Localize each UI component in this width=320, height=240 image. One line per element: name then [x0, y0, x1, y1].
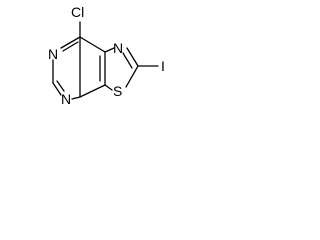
- bond-n4-c3a: [71, 96, 81, 100]
- bond-c7a-c7: [79, 36, 106, 53]
- bonds: [52, 21, 159, 100]
- atom-label-chlorine: Cl: [71, 4, 84, 20]
- bond-c3a-n4: [79, 84, 106, 98]
- bond-c7-n6: [60, 36, 81, 49]
- chemical-structure: Cl N N N S I: [48, 4, 165, 107]
- bond-s1-c3a: [104, 84, 113, 91]
- bond-n3-c2-inner: [122, 52, 133, 69]
- atom-label-iodine: I: [161, 58, 165, 74]
- bond-c7a-n3: [104, 47, 115, 53]
- atom-label-nitrogen-top-left: N: [48, 46, 58, 62]
- atom-label-nitrogen-bottom-left: N: [61, 91, 71, 107]
- atom-labels: Cl N N N S I: [48, 4, 165, 107]
- atom-label-nitrogen-thiazole: N: [113, 40, 123, 56]
- bond-c5-n4: [52, 82, 62, 96]
- atom-label-sulfur: S: [113, 83, 122, 99]
- bond-c7-n6-inner: [62, 41, 79, 52]
- bond-n3-c2: [126, 47, 139, 67]
- bond-c5-n4-inner: [56, 80, 65, 92]
- bond-c2-s1: [125, 65, 139, 88]
